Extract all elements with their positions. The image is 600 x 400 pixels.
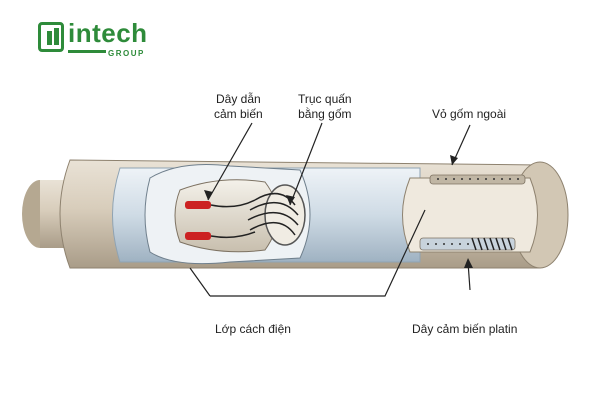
platinum-coil (471, 237, 513, 251)
logo-sub: GROUP (108, 49, 145, 58)
lead-wire-top (185, 201, 211, 209)
label-ceramic-shaft-line1: Trục quấn (298, 92, 352, 106)
lead-wire-bottom-link (210, 231, 256, 239)
label-lead-wire-line2: cảm biến (214, 107, 263, 121)
label-insulation: Lớp cách điện (215, 322, 291, 336)
shell-dots-top (437, 178, 519, 180)
shell-dots-bottom (427, 243, 469, 245)
logo-mark-icon (38, 22, 64, 52)
shaft-coil (247, 192, 299, 236)
lead-wire-bottom (185, 232, 211, 240)
label-ceramic-shaft: Trục quấn bằng gốm (298, 92, 352, 122)
logo-word: intech (68, 18, 148, 48)
label-lead-wire-line1: Dây dẫn (216, 92, 261, 106)
lead-wire-top-link (210, 199, 256, 208)
right-opening (402, 177, 538, 253)
label-lead-wire: Dây dẫn cảm biến (214, 92, 263, 122)
arrowheads (204, 155, 473, 268)
label-ceramic-shaft-line2: bằng gốm (298, 107, 352, 121)
label-platinum-wire: Dây cảm biến platin (412, 322, 518, 336)
label-outer-shell: Vỏ gốm ngoài (432, 107, 507, 121)
logo-underline (68, 50, 106, 53)
inner-core (174, 179, 278, 253)
intech-logo: intech GROUP (38, 18, 168, 60)
